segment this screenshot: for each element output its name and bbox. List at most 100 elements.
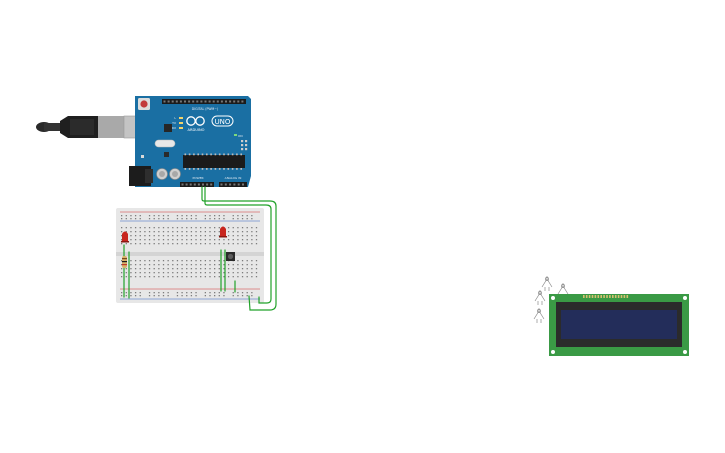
breadboard-hole bbox=[241, 239, 244, 241]
breadboard-hole bbox=[209, 239, 211, 241]
resistor[interactable] bbox=[122, 256, 127, 268]
breadboard-hole bbox=[121, 292, 123, 294]
chip-leg bbox=[193, 168, 195, 170]
breadboard-hole bbox=[148, 295, 151, 297]
logo-loop-right-icon bbox=[195, 116, 205, 126]
led-label-rx: RX bbox=[172, 126, 176, 130]
header-pin bbox=[216, 100, 219, 103]
breadboard-hole bbox=[139, 295, 141, 297]
breadboard-hole bbox=[162, 268, 165, 270]
breadboard-hole bbox=[121, 264, 123, 266]
breadboard-hole bbox=[148, 218, 151, 220]
breadboard-hole bbox=[190, 295, 193, 297]
breadboard-hole bbox=[223, 292, 225, 294]
chip-leg bbox=[227, 168, 230, 170]
breadboard-hole bbox=[246, 292, 248, 294]
breadboard-hole bbox=[204, 218, 206, 220]
breadboard-hole bbox=[167, 218, 169, 220]
breadboard-hole bbox=[209, 292, 211, 294]
breadboard-hole bbox=[172, 276, 174, 278]
breadboard-hole bbox=[153, 231, 155, 233]
push-button[interactable] bbox=[226, 252, 235, 261]
breadboard-hole bbox=[186, 243, 188, 245]
led-1[interactable] bbox=[121, 231, 129, 243]
lcd-pin bbox=[600, 295, 602, 298]
breadboard-hole bbox=[130, 231, 132, 233]
analog-header[interactable] bbox=[219, 182, 247, 187]
atmega-chip bbox=[183, 155, 245, 168]
breadboard-hole bbox=[158, 218, 160, 220]
lcd-mount-hole-tl bbox=[551, 296, 555, 300]
breadboard-hole bbox=[195, 260, 197, 262]
breadboard-hole bbox=[223, 239, 225, 241]
header-pin bbox=[185, 183, 188, 186]
header-pin bbox=[171, 100, 174, 103]
breadboard-hole bbox=[144, 268, 146, 270]
breadboard-hole bbox=[125, 276, 127, 278]
lcd-mount-hole-bl bbox=[551, 350, 555, 354]
breadboard-hole bbox=[190, 264, 193, 266]
led-2-body bbox=[220, 226, 226, 236]
breadboard-hole bbox=[204, 243, 206, 245]
breadboard-hole bbox=[227, 268, 230, 270]
chip-leg bbox=[214, 168, 217, 170]
breadboard-hole bbox=[158, 231, 160, 233]
breadboard-hole bbox=[251, 295, 253, 297]
push-button-cap bbox=[227, 253, 234, 260]
breadboard-hole bbox=[214, 231, 216, 233]
breadboard-hole bbox=[232, 218, 234, 220]
breadboard-hole bbox=[209, 264, 211, 266]
wire-5v[interactable] bbox=[201, 186, 277, 311]
breadboard-hole bbox=[130, 218, 132, 220]
breadboard-hole bbox=[134, 235, 137, 237]
breadboard-hole bbox=[195, 218, 197, 220]
breadboard-hole bbox=[130, 260, 132, 262]
breadboard-hole bbox=[162, 260, 165, 262]
breadboard-hole bbox=[218, 272, 220, 274]
breadboard-hole bbox=[125, 218, 127, 220]
chip-leg bbox=[201, 168, 204, 170]
breadboard[interactable] bbox=[116, 208, 264, 303]
breadboard-hole bbox=[232, 215, 234, 217]
chip-leg bbox=[188, 153, 191, 156]
breadboard-hole bbox=[176, 239, 179, 241]
breadboard-hole bbox=[167, 268, 169, 270]
breadboard-hole bbox=[162, 215, 165, 217]
chip-leg bbox=[206, 168, 208, 170]
breadboard-hole bbox=[172, 264, 174, 266]
lcd-16x2[interactable] bbox=[549, 294, 689, 356]
wire-gnd[interactable] bbox=[204, 186, 272, 304]
header-pin bbox=[208, 100, 211, 103]
breadboard-hole bbox=[148, 272, 151, 274]
power-header[interactable] bbox=[180, 182, 214, 187]
digital-header[interactable] bbox=[162, 99, 246, 104]
breadboard-hole bbox=[158, 235, 160, 237]
breadboard-hole bbox=[167, 239, 169, 241]
chip-leg bbox=[214, 153, 217, 156]
breadboard-hole bbox=[204, 239, 206, 241]
breadboard-hole bbox=[190, 239, 193, 241]
breadboard-hole bbox=[139, 260, 141, 262]
header-pin bbox=[204, 100, 207, 103]
led-2[interactable] bbox=[219, 226, 227, 238]
breadboard-hole bbox=[172, 239, 174, 241]
breadboard-hole bbox=[195, 268, 197, 270]
breadboard-hole bbox=[237, 215, 239, 217]
component-symbols[interactable] bbox=[533, 276, 569, 323]
voltage-regulator bbox=[164, 152, 169, 157]
breadboard-hole bbox=[139, 292, 141, 294]
breadboard-hole bbox=[167, 243, 169, 245]
header-pin bbox=[196, 100, 199, 103]
wires[interactable] bbox=[123, 186, 277, 311]
breadboard-hole bbox=[125, 231, 127, 233]
breadboard-hole bbox=[134, 260, 137, 262]
reset-button-cap bbox=[140, 100, 148, 108]
breadboard-hole bbox=[172, 227, 174, 229]
breadboard-hole bbox=[195, 292, 197, 294]
breadboard-hole bbox=[148, 264, 151, 266]
breadboard-hole bbox=[144, 260, 146, 262]
chip-leg bbox=[218, 168, 221, 170]
breadboard-hole bbox=[162, 276, 165, 278]
arduino-uno-board[interactable]: DIGITAL (PWM~) L TX RX ARDUINO UNO ON bbox=[129, 96, 251, 187]
